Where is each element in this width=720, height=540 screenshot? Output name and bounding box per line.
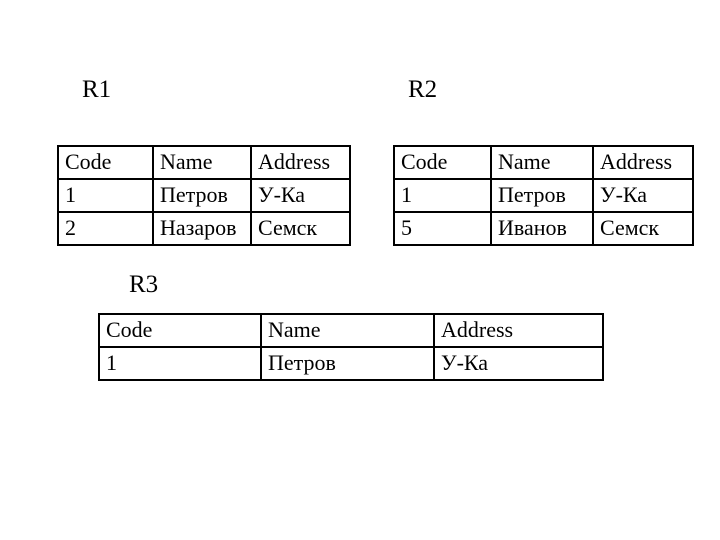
table-row: 5 Иванов Семск — [393, 211, 694, 246]
table-row: 1 Петров У-Ка — [98, 346, 604, 381]
column-header-name: Name — [260, 313, 435, 348]
table-cell: Семск — [592, 211, 694, 246]
table-cell: Петров — [260, 346, 435, 381]
table-row: 1 Петров У-Ка — [393, 178, 694, 213]
table-cell: Семск — [250, 211, 351, 246]
table-cell: 1 — [393, 178, 492, 213]
table-cell: 5 — [393, 211, 492, 246]
table-cell: Иванов — [490, 211, 594, 246]
table-cell: 2 — [57, 211, 154, 246]
table-cell: 1 — [98, 346, 262, 381]
table-cell: У-Ка — [433, 346, 604, 381]
table-cell: 1 — [57, 178, 154, 213]
column-header-code: Code — [57, 145, 154, 180]
column-header-code: Code — [393, 145, 492, 180]
table-row: 1 Петров У-Ка — [57, 178, 351, 213]
relation-label-r3: R3 — [129, 271, 159, 298]
relation-label-r2: R2 — [408, 76, 438, 103]
header-row: Code Name Address — [98, 313, 604, 348]
table-cell: Петров — [152, 178, 252, 213]
column-header-address: Address — [592, 145, 694, 180]
relation-table-r2: Code Name Address 1 Петров У-Ка 5 Иванов… — [393, 145, 694, 246]
column-header-address: Address — [433, 313, 604, 348]
relation-table-r1: Code Name Address 1 Петров У-Ка 2 Назаро… — [57, 145, 351, 246]
header-row: Code Name Address — [57, 145, 351, 180]
column-header-name: Name — [490, 145, 594, 180]
table-cell: У-Ка — [250, 178, 351, 213]
table-cell: Петров — [490, 178, 594, 213]
table-row: 2 Назаров Семск — [57, 211, 351, 246]
column-header-address: Address — [250, 145, 351, 180]
column-header-code: Code — [98, 313, 262, 348]
header-row: Code Name Address — [393, 145, 694, 180]
column-header-name: Name — [152, 145, 252, 180]
table-cell: У-Ка — [592, 178, 694, 213]
relation-label-r1: R1 — [82, 76, 112, 103]
relation-table-r3: Code Name Address 1 Петров У-Ка — [98, 313, 604, 381]
table-cell: Назаров — [152, 211, 252, 246]
